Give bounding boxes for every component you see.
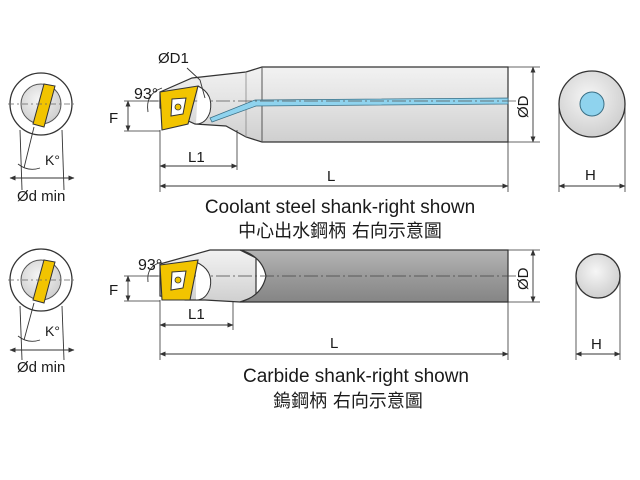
top-dmin-label: Ød min [17,188,65,205]
top-coolant-channel [209,97,509,123]
top-caption-cn: 中心出水鋼柄 右向示意圖 [238,221,442,242]
top-l1-label: L1 [188,149,205,166]
bottom-l-label: L [330,335,338,352]
bottom-side-view: 93° F L1 L ØD [109,249,540,360]
top-left-end-view: K° Ød min [8,72,75,205]
top-side-view: ØD1 93° F L1 L ØD [109,50,540,192]
top-approach-angle-label: 93° [134,86,158,103]
bottom-shank-end-circle [575,253,621,299]
bottom-k-angle-label: K° [45,323,60,339]
top-coolant-outlet-icon [579,91,605,117]
bottom-h-label: H [591,336,602,353]
bottom-caption-cn: 鎢鋼柄 右向示意圖 [273,391,423,412]
top-end-insert-icon [32,83,56,128]
bottom-approach-angle-label: 93° [138,257,162,274]
bottom-f-label: F [109,282,118,299]
top-l-label: L [327,168,335,185]
top-h-label: H [585,167,596,184]
bottom-right-end-view: H [575,253,621,360]
top-od-label: ØD [515,95,532,118]
top-coolant-hole-label: ØD1 [158,50,189,67]
top-f-label: F [109,110,118,127]
top-caption-en: Coolant steel shank-right shown [205,197,475,218]
bottom-left-end-view: K° Ød min [8,248,75,376]
bottom-l1-label: L1 [188,306,205,323]
bottom-dmin-label: Ød min [17,359,65,376]
bottom-caption-en: Carbide shank-right shown [243,366,469,387]
bottom-od-label: ØD [515,267,532,290]
top-right-end-view: H [558,70,626,192]
top-k-angle-label: K° [45,152,60,168]
bottom-end-insert-icon [32,259,56,304]
